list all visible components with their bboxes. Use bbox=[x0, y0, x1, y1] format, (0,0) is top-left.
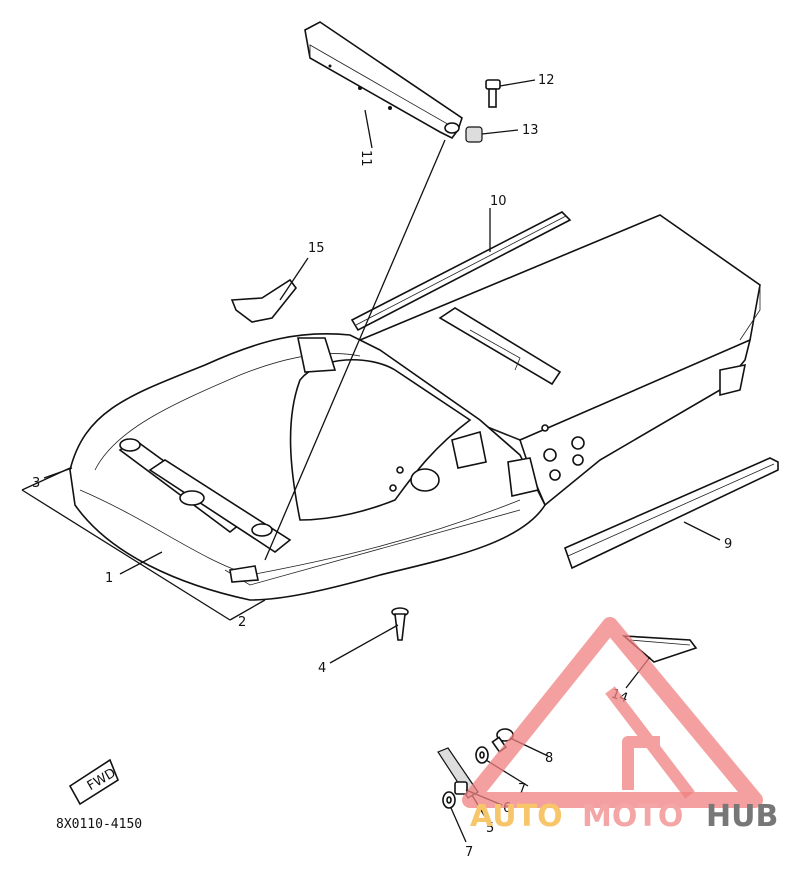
callout-11: 11 bbox=[358, 150, 373, 167]
part-7-washer-lower bbox=[442, 791, 456, 809]
callout-2: 2 bbox=[238, 615, 246, 630]
part-15-pad bbox=[230, 278, 298, 323]
part-11-top-guard bbox=[304, 21, 463, 140]
watermark-hub: HUB bbox=[706, 799, 778, 834]
part-4-rivet bbox=[391, 607, 409, 641]
callout-13: 13 bbox=[522, 123, 539, 138]
fwd-arrow-icon: FWD bbox=[68, 758, 119, 806]
watermark-auto: AUTO bbox=[470, 799, 563, 834]
callout-7-lower: 7 bbox=[465, 845, 473, 860]
callout-1: 1 bbox=[105, 571, 113, 586]
part-10-side-strip bbox=[350, 211, 572, 332]
callout-8: 8 bbox=[545, 751, 553, 766]
part-13-collar bbox=[465, 126, 483, 143]
diagram-code: 8X0110-4150 bbox=[56, 817, 142, 832]
callout-9: 9 bbox=[724, 537, 732, 552]
part-7-washer-upper bbox=[475, 746, 489, 764]
part-9-side-rail-strip bbox=[564, 457, 779, 570]
part-6-nut bbox=[454, 781, 468, 795]
callout-10: 10 bbox=[490, 194, 507, 209]
part-14-small-strip bbox=[621, 635, 698, 663]
rear-frame-assembly bbox=[69, 214, 761, 601]
callout-7-upper: 7 bbox=[518, 782, 526, 797]
watermark-triangle-logo bbox=[462, 617, 763, 808]
callout-5: 5 bbox=[486, 821, 494, 836]
callout-3: 3 bbox=[32, 476, 40, 491]
callout-15: 15 bbox=[308, 241, 325, 256]
part-12-bolt bbox=[485, 79, 501, 108]
callout-6: 6 bbox=[503, 801, 511, 816]
automotohub-watermark: AUTO MOTO HUB bbox=[462, 617, 778, 834]
watermark-moto: MOTO bbox=[582, 799, 683, 834]
callout-4: 4 bbox=[318, 661, 326, 676]
callout-12: 12 bbox=[538, 73, 555, 88]
